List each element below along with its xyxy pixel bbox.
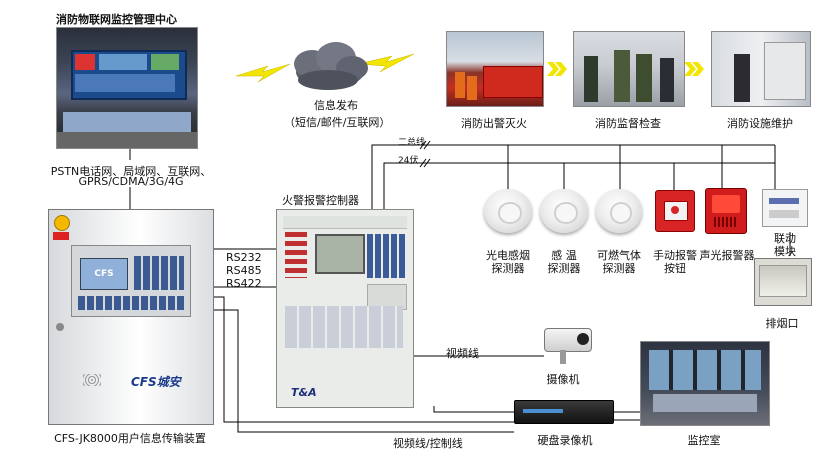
device-manual-line1: 手动报警 xyxy=(653,249,697,262)
device-siren-line1: 声光报警器 xyxy=(699,249,755,262)
device-module-line1: 联动 xyxy=(774,232,796,245)
speaker-grille xyxy=(83,374,101,386)
interface-rs485: RS485 xyxy=(226,264,262,277)
smoke-vent-icon xyxy=(754,258,812,306)
cloud-icon xyxy=(294,42,368,90)
fire-alarm-controller: T&A xyxy=(276,209,414,408)
sound-light-alarm-icon xyxy=(705,188,747,234)
transmitter-brand: CFS城安 xyxy=(131,375,181,389)
device-gas-line2: 探测器 xyxy=(602,262,636,275)
scene-inspection-photo xyxy=(573,31,685,107)
center-title: 消防物联网监控管理中心 xyxy=(56,13,177,26)
scene-label-maintenance: 消防设施维护 xyxy=(727,117,793,130)
manual-alarm-button-icon xyxy=(655,190,695,232)
controller-zone-buttons xyxy=(285,306,403,348)
transmitter-keys xyxy=(78,296,184,310)
smoke-vent-label: 排烟口 xyxy=(765,317,799,330)
transmitter-panel: CFS xyxy=(71,245,191,317)
scene-label-inspection: 消防监督检查 xyxy=(595,117,661,130)
lock-icon xyxy=(56,323,64,331)
smoke-detector-icon xyxy=(484,189,532,233)
transmitter-screen: CFS xyxy=(80,258,128,290)
heat-detector-icon xyxy=(540,189,588,233)
monitoring-center-photo xyxy=(56,27,198,149)
network-types-line2: GPRS/CDMA/3G/4G xyxy=(78,175,184,188)
dvr-icon xyxy=(514,400,614,424)
camera-label: 摄像机 xyxy=(546,373,580,386)
bus-two-wire-label: 二总线 xyxy=(398,138,426,148)
transmitter-label: CFS-JK8000用户信息传输装置 xyxy=(54,432,206,445)
dvr-label: 硬盘录像机 xyxy=(537,434,593,447)
device-module-line2: 模块 xyxy=(774,245,796,258)
camera-mount xyxy=(560,350,566,364)
device-smoke-line2: 探测器 xyxy=(491,262,525,275)
device-heat-line1: 感 温 xyxy=(551,249,577,262)
video-line-label: 视频线 xyxy=(446,347,479,360)
interface-rs422: RS422 xyxy=(226,277,262,290)
linkage-module-icon xyxy=(762,189,808,227)
scene-maintenance-photo xyxy=(711,31,811,107)
monitor-room-photo xyxy=(640,341,770,426)
camera-icon xyxy=(544,328,592,352)
monitor-room-label: 监控室 xyxy=(687,434,721,447)
bus-power-label: 24伏 xyxy=(398,156,419,166)
lightning-right xyxy=(357,53,415,73)
controller-brand: T&A xyxy=(291,386,317,399)
network-types-line1: PSTN电话网、局域网、互联网、 xyxy=(50,165,212,178)
device-gas-line1: 可燃气体 xyxy=(597,249,641,262)
interface-rs232: RS232 xyxy=(226,251,262,264)
gas-detector-icon xyxy=(596,189,642,233)
transmitter-cabinet: CFS CFS城安 xyxy=(48,209,214,425)
controller-label: 火警报警控制器 xyxy=(282,194,359,207)
controller-lcd xyxy=(315,234,365,274)
transmitter-keypad xyxy=(134,256,184,290)
controller-keypad xyxy=(367,234,405,278)
scene-firefighting-photo xyxy=(446,31,544,107)
device-heat-line2: 探测器 xyxy=(547,262,581,275)
arrow-icon xyxy=(547,62,704,76)
cloud-title: 信息发布 xyxy=(314,99,358,112)
controller-indicators xyxy=(285,232,307,278)
video-control-line-label: 视频线/控制线 xyxy=(393,437,463,450)
lightning-left xyxy=(235,63,291,83)
device-manual-line2: 按钮 xyxy=(664,262,686,275)
device-smoke-line1: 光电感烟 xyxy=(486,249,530,262)
cloud-subtitle: （短信/邮件/互联网） xyxy=(284,116,391,129)
scene-label-firefighting: 消防出警灭火 xyxy=(461,117,527,130)
ce-mark-icon xyxy=(53,232,69,240)
warning-icon xyxy=(54,215,70,231)
controller-header xyxy=(283,216,407,229)
